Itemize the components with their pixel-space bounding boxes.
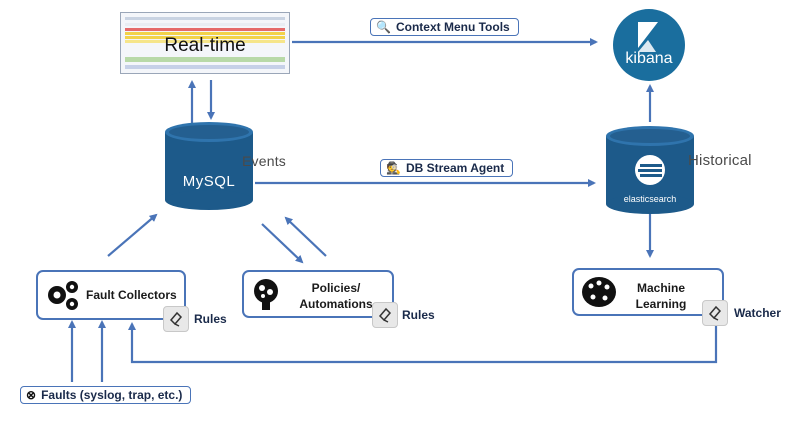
mysql-database-icon: [165, 122, 253, 210]
arrow-policies-to-mysql: [284, 216, 327, 257]
elasticsearch-label: elasticsearch: [623, 194, 677, 204]
thumb-toolbar: [125, 17, 285, 20]
historical-label: Historical: [688, 152, 752, 169]
arrow-mysql-to-policies: [261, 223, 304, 264]
collectors-rules-label: Rules: [194, 312, 227, 326]
rules-icon[interactable]: [163, 306, 189, 332]
context-menu-tools-text: Context Menu Tools: [395, 20, 510, 34]
context-menu-tools-label: 🔍 Context Menu Tools: [370, 18, 519, 36]
watcher-label: Watcher: [734, 306, 781, 320]
machine-learning-label: Machine Learning: [626, 280, 696, 312]
thumb-row: [125, 32, 285, 35]
faults-label: ⊗ Faults (syslog, trap, etc.): [20, 386, 192, 404]
arrow-watcher-to-collectors: [128, 318, 718, 364]
events-label: Events: [242, 153, 286, 169]
policies-label-line2: Automations: [299, 297, 373, 312]
thumb-row: [125, 28, 285, 31]
ml-label-line1: Machine: [636, 281, 685, 295]
thumb-row: [125, 57, 285, 62]
thumb-row: [125, 23, 285, 26]
thumb-row: [125, 65, 285, 69]
alert-circle-icon: ⊗: [26, 388, 37, 402]
realtime-console-thumbnail[interactable]: Real-time: [120, 12, 290, 74]
elasticsearch-database-icon: [606, 126, 694, 214]
policies-label-line1: Policies/: [311, 281, 361, 295]
db-stream-agent-text: DB Stream Agent: [405, 161, 505, 175]
watcher-glyph-icon: [708, 305, 722, 321]
db-stream-agent-label: 🕵 DB Stream Agent: [380, 159, 514, 177]
mysql-label: MySQL: [182, 173, 236, 190]
ml-label-line2: Learning: [635, 297, 687, 312]
gears-icon: [48, 281, 78, 310]
spy-agent-icon: 🕵: [386, 161, 401, 175]
watcher-icon[interactable]: [702, 300, 728, 326]
rules-glyph-icon: [169, 311, 183, 327]
arrow-collectors-to-mysql: [107, 213, 158, 257]
brain-gears-icon: [254, 279, 278, 310]
fault-collectors-label: Fault Collectors: [86, 288, 177, 302]
thumb-row: [125, 36, 285, 39]
thumb-row: [125, 40, 285, 43]
rules-glyph-icon: [378, 307, 392, 323]
faults-text: Faults (syslog, trap, etc.): [41, 388, 183, 402]
kibana-label: kibana: [625, 50, 673, 67]
policies-label: Policies/ Automations: [296, 280, 376, 312]
search-icon: 🔍: [376, 20, 391, 34]
rules-icon[interactable]: [372, 302, 398, 328]
realtime-label: Real-time: [164, 35, 246, 56]
kibana-logo: [613, 9, 685, 81]
policies-rules-label: Rules: [402, 308, 435, 322]
neural-brain-icon: [582, 277, 616, 307]
